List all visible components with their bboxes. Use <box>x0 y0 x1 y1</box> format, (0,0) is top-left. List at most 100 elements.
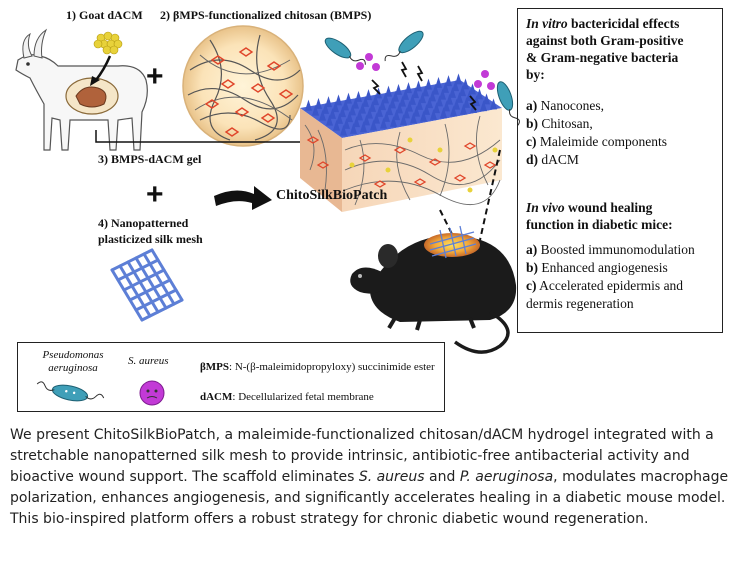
silk-mesh-illustration <box>110 248 184 322</box>
graphical-abstract: 1) Goat dACM 2) βMPS-functionalized chit… <box>15 8 723 412</box>
nanocone <box>360 121 367 133</box>
nanocone <box>339 106 346 118</box>
nanocone <box>336 112 343 124</box>
nanocone <box>390 115 397 127</box>
nanocone <box>373 112 380 124</box>
pseudomonas-aeruginosa-icon <box>36 381 105 402</box>
legend-bmps-definition: βMPS: N-(β-maleimidopropyloxy) succinimi… <box>200 361 435 373</box>
nanocone <box>319 109 326 121</box>
nanocone <box>413 105 420 117</box>
nanocone <box>459 85 466 97</box>
in-vitro-item-b: b) Chitosan, <box>526 116 593 131</box>
nanocone <box>335 94 342 106</box>
illustration-canvas <box>15 25 520 406</box>
nanocone <box>456 91 463 103</box>
in-vitro-item-d: d) dACM <box>526 152 579 167</box>
nanocone <box>433 102 440 114</box>
nanocone <box>399 95 406 107</box>
nanocone <box>430 108 437 120</box>
nanocone <box>473 95 480 107</box>
nanocone <box>410 112 417 124</box>
dacm-pellet-cluster <box>93 31 123 55</box>
nanocone <box>359 102 366 114</box>
nanocone <box>422 85 429 97</box>
nanocone <box>352 97 359 109</box>
label-chitosilkbiopatch: ChitoSilkBioPatch <box>276 188 388 203</box>
legend-pa-line1: Pseudomonas <box>42 349 104 361</box>
nanocone <box>480 100 487 112</box>
nanocone <box>446 93 453 105</box>
nanocone <box>353 116 360 128</box>
in-vivo-item-a: a) Boosted immunomodulation <box>526 242 695 257</box>
in-vivo-heading: In vivo wound healing function in diabet… <box>526 200 673 232</box>
nanocone <box>406 100 413 112</box>
dacm-arrow <box>95 55 112 81</box>
chitosilkbiopatch-illustration <box>300 73 502 212</box>
nanocone <box>439 88 446 100</box>
plus-sign-1: + <box>146 60 164 93</box>
nanocone <box>350 122 357 134</box>
nanocone <box>305 99 312 111</box>
nanocone <box>369 100 376 112</box>
legend-dacm-definition: dACM: Decellularized fetal membrane <box>200 391 374 403</box>
nanocone <box>376 105 383 117</box>
nanocone <box>382 92 389 104</box>
nanocone <box>365 89 372 101</box>
nanocone <box>426 97 433 109</box>
nanocone <box>393 109 400 121</box>
nanocone <box>312 104 319 116</box>
bacteria-cluster-top <box>324 30 520 126</box>
nanocone <box>333 119 340 131</box>
nanocone <box>325 96 332 108</box>
nanocone <box>345 92 352 104</box>
nanocone <box>349 104 356 116</box>
nanocone <box>443 100 450 112</box>
nanocone <box>409 93 416 105</box>
nanocone <box>469 83 476 95</box>
nanocone <box>403 107 410 119</box>
nanocone <box>442 81 449 93</box>
nanocone <box>379 99 386 111</box>
nanocone <box>455 73 462 85</box>
nanocone <box>370 119 377 131</box>
nanocone <box>436 95 443 107</box>
label-silk-mesh-line1: 4) Nanopatterned <box>98 216 189 230</box>
nanocone <box>452 80 459 92</box>
nanocone <box>395 83 402 95</box>
process-arrow <box>214 186 272 210</box>
nanocone <box>363 114 370 126</box>
nanocone <box>425 78 432 90</box>
s-aureus-icon <box>139 380 165 406</box>
nanocone <box>445 75 452 87</box>
diabetic-mouse-illustration <box>350 225 517 354</box>
label-silk-mesh-line2: plasticized silk mesh <box>98 232 203 246</box>
zoom-dashed-lines <box>439 149 501 241</box>
nanocone <box>362 95 369 107</box>
nanocone <box>453 98 460 110</box>
nanocone <box>392 90 399 102</box>
nanocone <box>389 97 396 109</box>
nanocone <box>463 96 470 108</box>
nanocone <box>342 99 349 111</box>
nanocone <box>460 103 467 115</box>
nanocone <box>332 101 339 113</box>
nanocone <box>419 92 426 104</box>
nanocone <box>476 88 483 100</box>
nanocone <box>396 102 403 114</box>
nanocone <box>450 105 457 117</box>
nanocone <box>322 102 329 114</box>
in-vivo-item-c-line2: dermis regeneration <box>526 296 634 311</box>
nanocone <box>435 76 442 88</box>
nanocone <box>490 98 497 110</box>
nanocone <box>415 80 422 92</box>
plus-sign-2: + <box>146 178 164 211</box>
nanocone <box>372 94 379 106</box>
nanocone <box>400 114 407 126</box>
legend-box: Pseudomonas aeruginosa S. aureus βMPS: N… <box>17 342 445 412</box>
label-bmps-chitosan: 2) βMPS-functionalized chitosan (BMPS) <box>160 8 372 22</box>
nanocone <box>315 97 322 109</box>
nanocone <box>385 85 392 97</box>
nanocone <box>383 110 390 122</box>
bmps-gel-sphere <box>182 25 304 147</box>
legend-pa-line2: aeruginosa <box>48 362 98 374</box>
